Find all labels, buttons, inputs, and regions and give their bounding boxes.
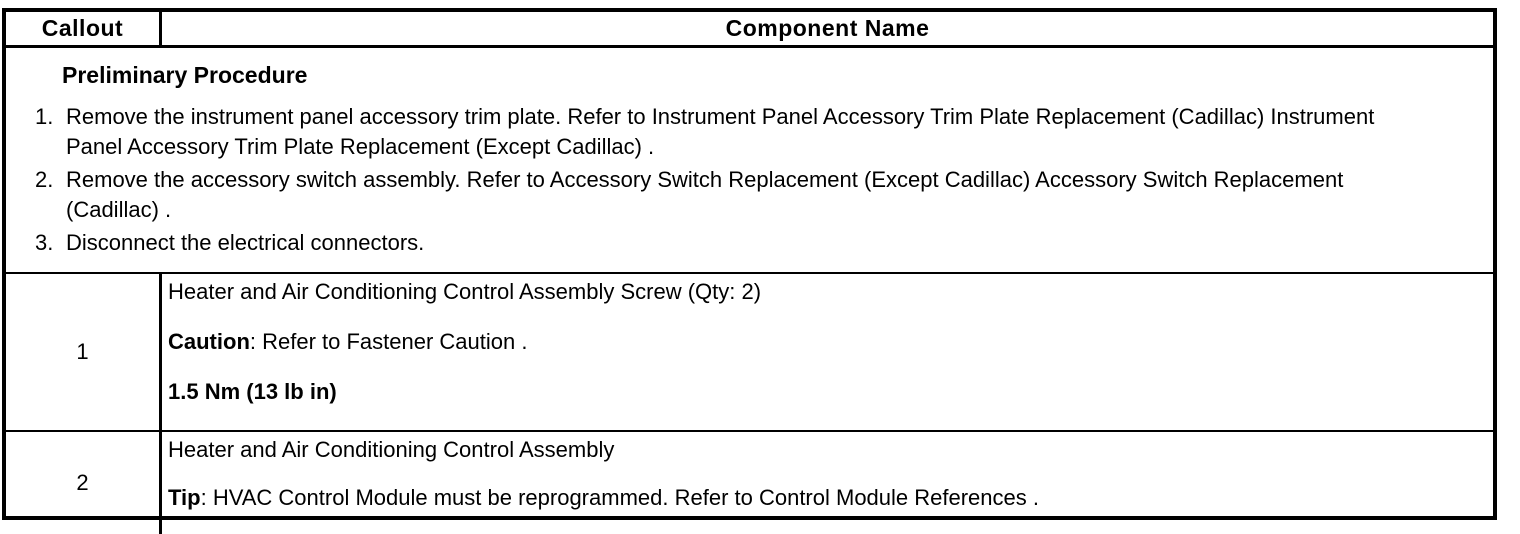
preliminary-step-2: 2. Remove the accessory switch assembly.… xyxy=(35,165,1493,225)
preliminary-step-1: 1. Remove the instrument panel accessory… xyxy=(35,102,1493,162)
step-text: Remove the instrument panel accessory tr… xyxy=(66,104,1375,159)
step-text: Remove the accessory switch assembly. Re… xyxy=(66,167,1344,222)
step-number: 1. xyxy=(35,104,54,129)
torque-spec: 1.5 Nm (13 lb in) xyxy=(168,379,337,404)
table-row-callout-1: 1 Heater and Air Conditioning Control As… xyxy=(6,274,1493,432)
component-name: Heater and Air Conditioning Control Asse… xyxy=(168,437,615,462)
component-cell: Heater and Air Conditioning Control Asse… xyxy=(162,432,1493,534)
callout-number: 1 xyxy=(6,274,162,430)
table-header-row: Callout Component Name xyxy=(6,12,1493,48)
tip-label: Tip xyxy=(168,485,201,510)
step-text: Disconnect the electrical connectors. xyxy=(66,230,425,255)
tip-note: Tip: HVAC Control Module must be reprogr… xyxy=(168,486,1481,510)
callout-column-header: Callout xyxy=(6,12,162,45)
caution-text: : Refer to Fastener Caution . xyxy=(249,329,528,354)
preliminary-procedure-section: Preliminary Procedure 1. Remove the inst… xyxy=(6,48,1493,274)
component-name: Heater and Air Conditioning Control Asse… xyxy=(168,279,762,304)
tip-text: : HVAC Control Module must be reprogramm… xyxy=(200,485,1039,510)
table-row-callout-2: 2 Heater and Air Conditioning Control As… xyxy=(6,432,1493,534)
callout-number: 2 xyxy=(6,432,162,534)
caution-note: Caution: Refer to Fastener Caution . xyxy=(168,330,1481,354)
preliminary-procedure-title: Preliminary Procedure xyxy=(62,62,308,88)
preliminary-step-3: 3. Disconnect the electrical connectors. xyxy=(35,228,1493,258)
component-name-column-header: Component Name xyxy=(725,15,930,41)
step-number: 3. xyxy=(35,230,54,255)
component-callout-table: Callout Component Name Preliminary Proce… xyxy=(2,8,1497,534)
caution-label: Caution xyxy=(168,329,250,354)
step-number: 2. xyxy=(35,167,54,192)
preliminary-steps-list: 1. Remove the instrument panel accessory… xyxy=(6,102,1493,258)
component-cell: Heater and Air Conditioning Control Asse… xyxy=(162,274,1493,430)
